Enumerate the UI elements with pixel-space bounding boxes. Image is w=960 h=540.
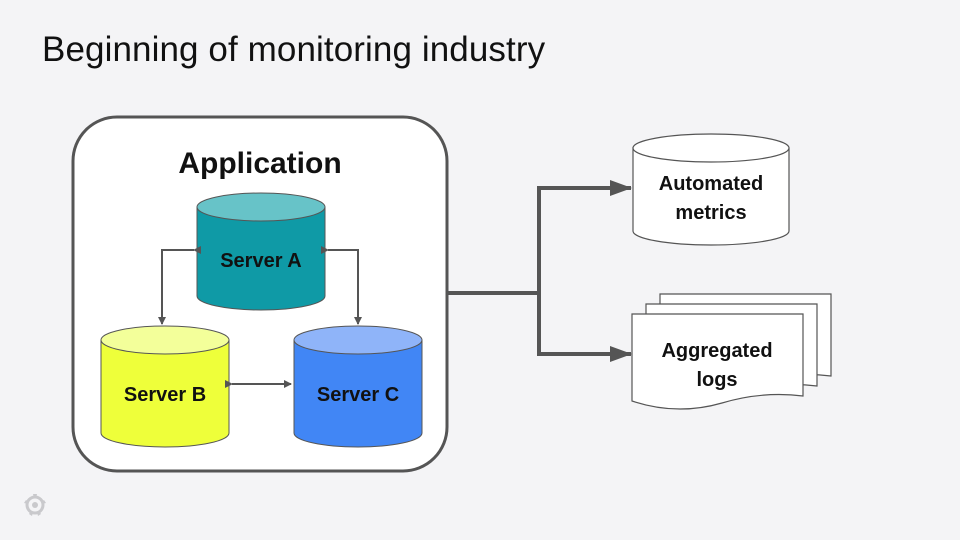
server-a-top bbox=[196, 192, 326, 222]
server-c-cylinder: Server C bbox=[293, 325, 423, 448]
server-b-body bbox=[100, 339, 230, 448]
arrow-to-metrics bbox=[537, 180, 632, 293]
arrow-to-logs bbox=[537, 293, 632, 362]
metrics-label-line2: metrics bbox=[675, 202, 746, 224]
server-b-label: Server B bbox=[124, 384, 206, 406]
logs-label-line1: Aggregated bbox=[661, 340, 772, 362]
server-c-body bbox=[293, 339, 423, 448]
application-label: Application bbox=[178, 147, 341, 180]
server-c-label: Server C bbox=[317, 384, 399, 406]
logs-label-line2: logs bbox=[696, 369, 737, 391]
server-b-top bbox=[100, 325, 230, 355]
server-a-label: Server A bbox=[220, 250, 302, 272]
logs-documents: Aggregated logs bbox=[631, 293, 832, 410]
link-a-b bbox=[158, 246, 201, 325]
metrics-store-body bbox=[632, 147, 790, 246]
server-a-cylinder: Server A bbox=[196, 192, 326, 311]
metrics-store: Automated metrics bbox=[632, 133, 790, 246]
metrics-store-top bbox=[632, 133, 790, 163]
logs-page-front bbox=[631, 313, 804, 410]
page-title: Beginning of monitoring industry bbox=[42, 30, 546, 69]
server-b-cylinder: Server B bbox=[100, 325, 230, 448]
link-a-c bbox=[321, 246, 362, 325]
server-c-top bbox=[293, 325, 423, 355]
grafana-logo-icon bbox=[24, 494, 46, 516]
metrics-label-line1: Automated bbox=[659, 173, 763, 195]
